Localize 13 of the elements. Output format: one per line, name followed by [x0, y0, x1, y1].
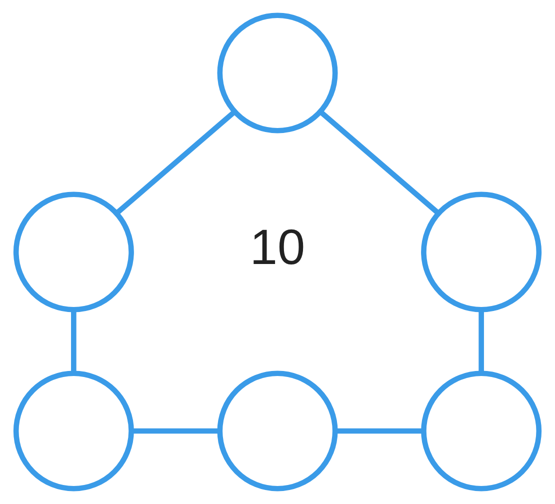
connector	[318, 110, 440, 216]
connector	[478, 310, 484, 374]
node-circle	[13, 370, 134, 492]
connector	[336, 428, 424, 434]
connector	[132, 428, 220, 434]
label: 10	[250, 219, 306, 276]
node-circle	[421, 192, 542, 312]
node-circle	[217, 370, 338, 492]
node-circle	[421, 370, 542, 492]
node-circle	[13, 192, 134, 312]
node-circle	[217, 12, 338, 134]
connector	[71, 310, 76, 374]
connector	[115, 110, 236, 216]
